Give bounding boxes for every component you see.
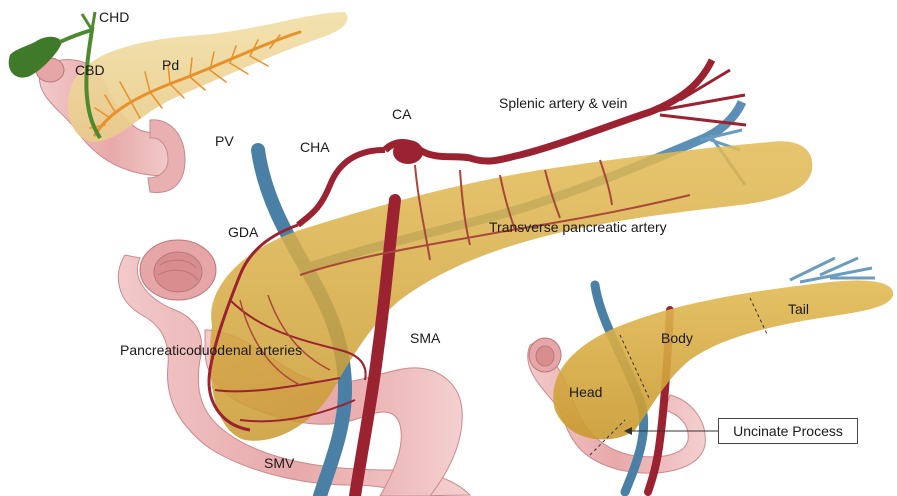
- label-head: Head: [569, 385, 602, 399]
- inset-common-hepatic-duct: [82, 12, 95, 30]
- label-tail: Tail: [788, 302, 809, 316]
- label-ca: CA: [392, 107, 411, 121]
- label-pd: Pd: [162, 58, 179, 72]
- celiac-trunk: [393, 140, 423, 164]
- label-transverse-pancreatic-artery: Transverse pancreatic artery: [489, 220, 667, 234]
- uncinate-process-callout: Uncinate Process: [718, 418, 858, 444]
- label-cbd: CBD: [75, 63, 105, 77]
- label-splenic-artery-vein: Splenic artery & vein: [499, 96, 627, 110]
- top-left-inset: [9, 12, 348, 193]
- label-smv: SMV: [264, 456, 294, 470]
- pancreas: [210, 141, 813, 441]
- label-body: Body: [661, 331, 693, 345]
- bottom-right-inset: [528, 258, 893, 492]
- duodenum-lumen: [154, 252, 202, 292]
- inset-pancreas: [68, 12, 348, 142]
- label-sma: SMA: [410, 331, 440, 345]
- label-pancreaticoduodenal-arteries: Pancreaticoduodenal arteries: [120, 343, 302, 357]
- label-pv: PV: [215, 134, 234, 148]
- inset2-pancreas: [553, 281, 893, 440]
- label-cha: CHA: [300, 140, 330, 154]
- label-uncinate-process: Uncinate Process: [719, 419, 857, 443]
- label-chd: CHD: [99, 10, 129, 24]
- label-gda: GDA: [228, 225, 258, 239]
